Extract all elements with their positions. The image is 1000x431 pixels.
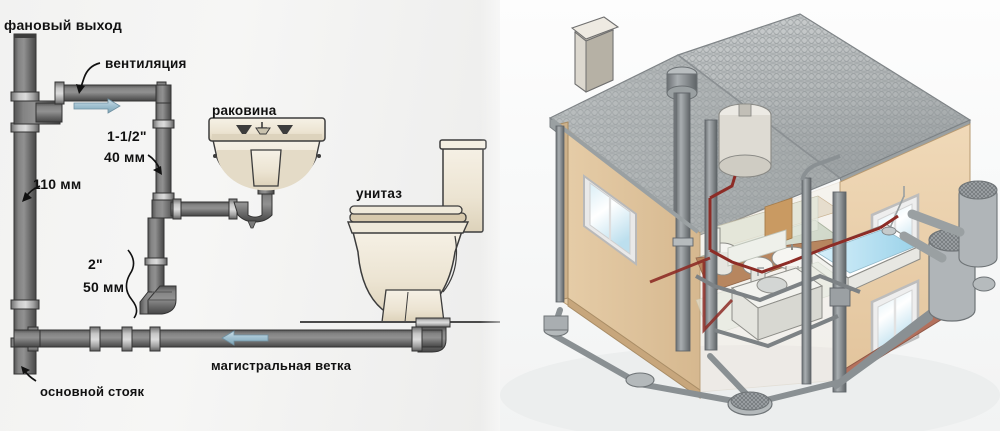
label-size-50mm: 50 мм — [83, 279, 125, 295]
label-size-40mm: 40 мм — [104, 149, 146, 165]
stack-to-main-elbow — [13, 329, 41, 348]
toilet-fixture — [347, 139, 487, 323]
label-fanovy-vyhod: фановый выход — [4, 17, 122, 33]
leader-lines — [21, 62, 162, 382]
ground-shadow — [500, 345, 1000, 431]
window — [583, 174, 637, 266]
main-flow-arrow — [221, 330, 269, 346]
septic-chamber — [958, 180, 998, 268]
vent-pipe-horizontal — [54, 81, 167, 105]
vent-flow-arrow — [73, 98, 121, 114]
sink-vent-riser — [152, 84, 175, 204]
branch-45-connector — [147, 285, 177, 315]
shower-head — [881, 186, 905, 236]
chimney — [570, 16, 620, 93]
label-size-2-inch: 2" — [88, 256, 103, 272]
gutter — [550, 118, 700, 303]
sink-drain-branch — [172, 198, 238, 220]
house-isometric-panel — [500, 0, 1000, 431]
drain-pipes-interior — [695, 273, 861, 349]
septic-outlet-branch — [972, 276, 996, 292]
water-tank — [718, 103, 772, 178]
label-rakovina: раковина — [212, 103, 277, 118]
house-left-wall — [559, 121, 701, 399]
sink-fixture — [208, 117, 326, 191]
label-unitaz: унитаз — [356, 186, 403, 201]
septic-inlet-pipes — [899, 209, 965, 263]
junction-chamber — [727, 391, 773, 416]
label-size-110mm: 110 мм — [33, 176, 82, 192]
label-ventilyaciya: вентиляция — [105, 56, 187, 71]
vent-tee-fitting — [13, 100, 63, 125]
junction-chamber — [625, 372, 655, 388]
downspout — [800, 154, 841, 385]
junction-chamber — [543, 315, 569, 337]
label-magistralnaya-vetka: магистральная ветка — [211, 358, 352, 373]
schematic-panel: фановый выход вентиляция раковина 1-1/2"… — [0, 0, 520, 431]
soil-stack-pipe — [10, 33, 40, 375]
roof — [548, 13, 972, 246]
label-size-1-5-inch: 1-1/2" — [107, 128, 147, 144]
label-osnovnoy-stoyak: основной стояк — [40, 384, 145, 399]
